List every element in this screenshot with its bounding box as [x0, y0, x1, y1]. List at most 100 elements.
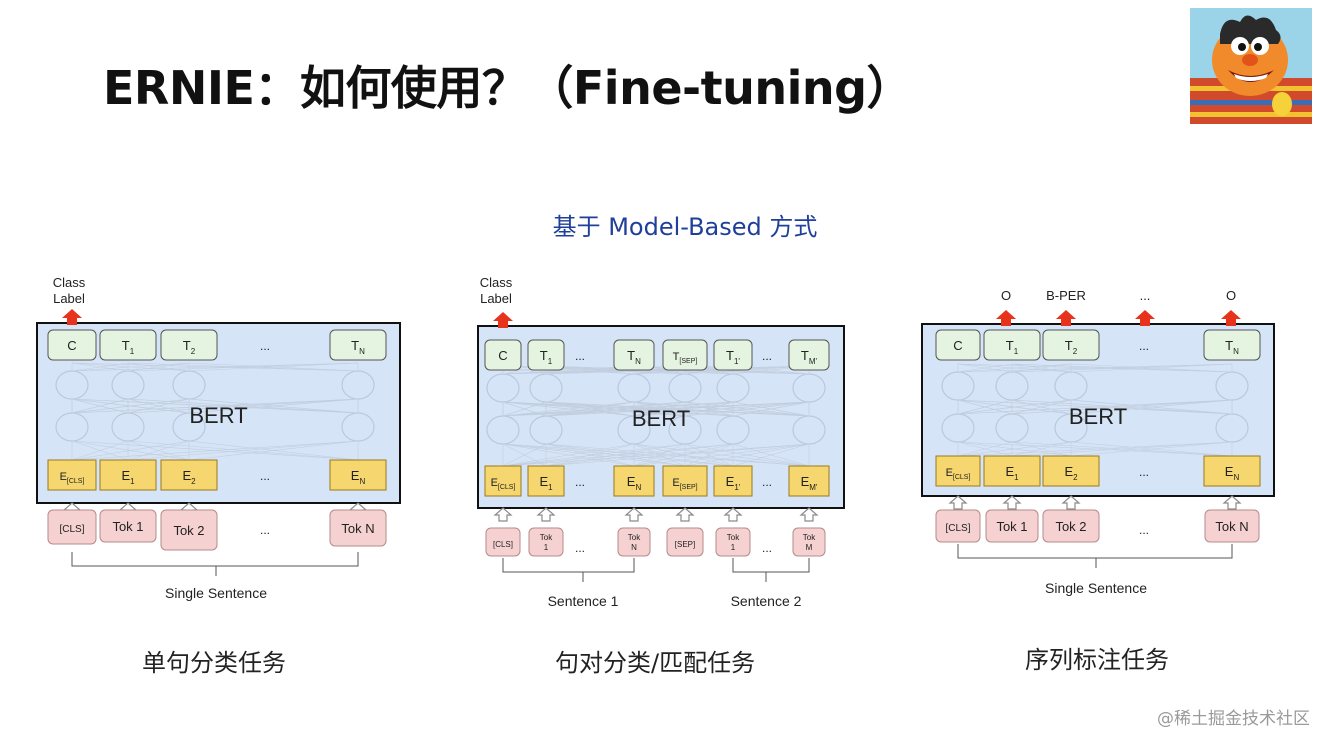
embedding-ellipsis: ...: [1139, 465, 1149, 479]
sentence-bracket: [732, 558, 810, 573]
bert-label: BERT: [189, 403, 247, 428]
embedding-box: [47, 459, 97, 491]
caption-sentence-pair-classification: 句对分类/匹配任务: [555, 649, 756, 677]
embedding-box: [329, 459, 387, 491]
embedding-box: [99, 459, 157, 491]
input-arrow-icon: [493, 507, 513, 522]
embedding-ellipsis: ...: [762, 475, 772, 489]
input-token-label: Tok 2: [173, 523, 204, 538]
output-token-label: C: [953, 338, 962, 353]
sequence-output-label: B-PER: [1046, 288, 1086, 303]
transformer-network: [55, 362, 375, 461]
output-token-box: [662, 339, 708, 371]
output-token-box: [713, 339, 753, 371]
red-up-arrow-icon: [1135, 310, 1155, 326]
embedding-box: [613, 465, 655, 497]
bert-label: BERT: [632, 406, 690, 431]
sequence-output-label: O: [1226, 288, 1236, 303]
output-token-box: [1203, 329, 1261, 361]
input-token-box: [485, 527, 521, 557]
output-token-box: [160, 329, 218, 361]
sentence-bracket: [957, 544, 1233, 559]
input-token-label: [CLS]: [945, 523, 970, 534]
output-token-label: TN: [1225, 338, 1239, 356]
input-token-box: [528, 527, 564, 557]
embedding-ellipsis: ...: [575, 475, 585, 489]
red-up-arrow-icon: [493, 312, 513, 328]
input-token-label: [CLS]: [59, 524, 84, 535]
output-token-box: [47, 329, 97, 361]
embedding-label: EN: [627, 474, 642, 492]
output-token-label: T[SEP]: [673, 351, 698, 365]
output-token-label: TM': [801, 348, 818, 366]
input-token-label: Tok 1: [996, 519, 1027, 534]
output-token-label: T2: [183, 338, 196, 356]
input-arrow-icon: [536, 507, 556, 522]
output-token-label: TN: [351, 338, 365, 356]
ernie-puppet-icon: [1190, 8, 1312, 124]
embedding-box: [983, 455, 1041, 487]
embedding-label: E2: [1064, 464, 1078, 482]
output-token-label: T1: [540, 348, 553, 366]
page-title: ERNIE：如何使用？（Fine-tuning）: [103, 61, 913, 115]
embedding-label: E1: [539, 474, 553, 492]
input-arrow-icon: [799, 507, 819, 522]
output-token-ellipsis: ...: [762, 349, 772, 363]
input-token-box: [47, 509, 97, 545]
input-token-label: 1: [544, 543, 549, 552]
input-token-ellipsis: ...: [260, 523, 270, 537]
embedding-box: [527, 465, 565, 497]
embedding-label: EN: [1225, 464, 1240, 482]
watermark: @稀土掘金技术社区: [1157, 709, 1310, 729]
sentence-bracket-label: Sentence 1: [548, 593, 619, 609]
class-label-line1: Class: [480, 275, 513, 290]
caption-sequence-labeling: 序列标注任务: [1025, 646, 1169, 674]
input-token-box: [617, 527, 651, 557]
input-token-label: Tok: [803, 533, 816, 542]
output-token-label: C: [498, 348, 507, 363]
input-arrow-icon: [1222, 495, 1242, 510]
input-token-box: [935, 509, 981, 543]
output-token-ellipsis: ...: [1139, 339, 1149, 353]
caption-single-sentence-classification: 单句分类任务: [142, 649, 286, 677]
embedding-box: [662, 465, 708, 497]
embedding-label: E[SEP]: [672, 477, 697, 491]
input-arrow-icon: [723, 507, 743, 522]
embedding-label: E2: [182, 468, 196, 486]
red-up-arrow-icon: [1221, 310, 1241, 326]
output-token-box: [527, 339, 565, 371]
output-token-box: [613, 339, 655, 371]
input-arrow-icon: [675, 507, 695, 522]
input-token-box: [160, 509, 218, 551]
embedding-box: [1042, 455, 1100, 487]
output-token-label: TN: [627, 348, 641, 366]
output-token-box: [788, 339, 830, 371]
output-token-box: [329, 329, 387, 361]
embedding-box: [160, 459, 218, 491]
embedding-label: E[CLS]: [60, 471, 85, 485]
input-token-box: [99, 509, 157, 543]
transformer-network: [941, 363, 1249, 457]
input-arrow-icon: [948, 495, 968, 510]
subtitle: 基于 Model-Based 方式: [552, 213, 818, 241]
embedding-label: EN: [351, 468, 366, 486]
output-token-box: [99, 329, 157, 361]
output-token-label: T1': [726, 348, 740, 366]
class-label-line1: Class: [53, 275, 86, 290]
sequence-output-label: ...: [1140, 288, 1151, 303]
output-token-label: C: [67, 338, 76, 353]
embedding-box: [484, 465, 522, 497]
output-token-box: [935, 329, 981, 361]
output-token-ellipsis: ...: [260, 339, 270, 353]
input-arrow-icon: [1002, 495, 1022, 510]
input-token-box: [1042, 509, 1100, 543]
output-token-box: [1042, 329, 1100, 361]
embedding-label: E[CLS]: [946, 467, 971, 481]
output-token-label: T2: [1065, 338, 1078, 356]
output-token-ellipsis: ...: [575, 349, 585, 363]
embedding-label: EM': [801, 474, 818, 492]
embedding-box: [713, 465, 753, 497]
sequence-output-label: O: [1001, 288, 1011, 303]
